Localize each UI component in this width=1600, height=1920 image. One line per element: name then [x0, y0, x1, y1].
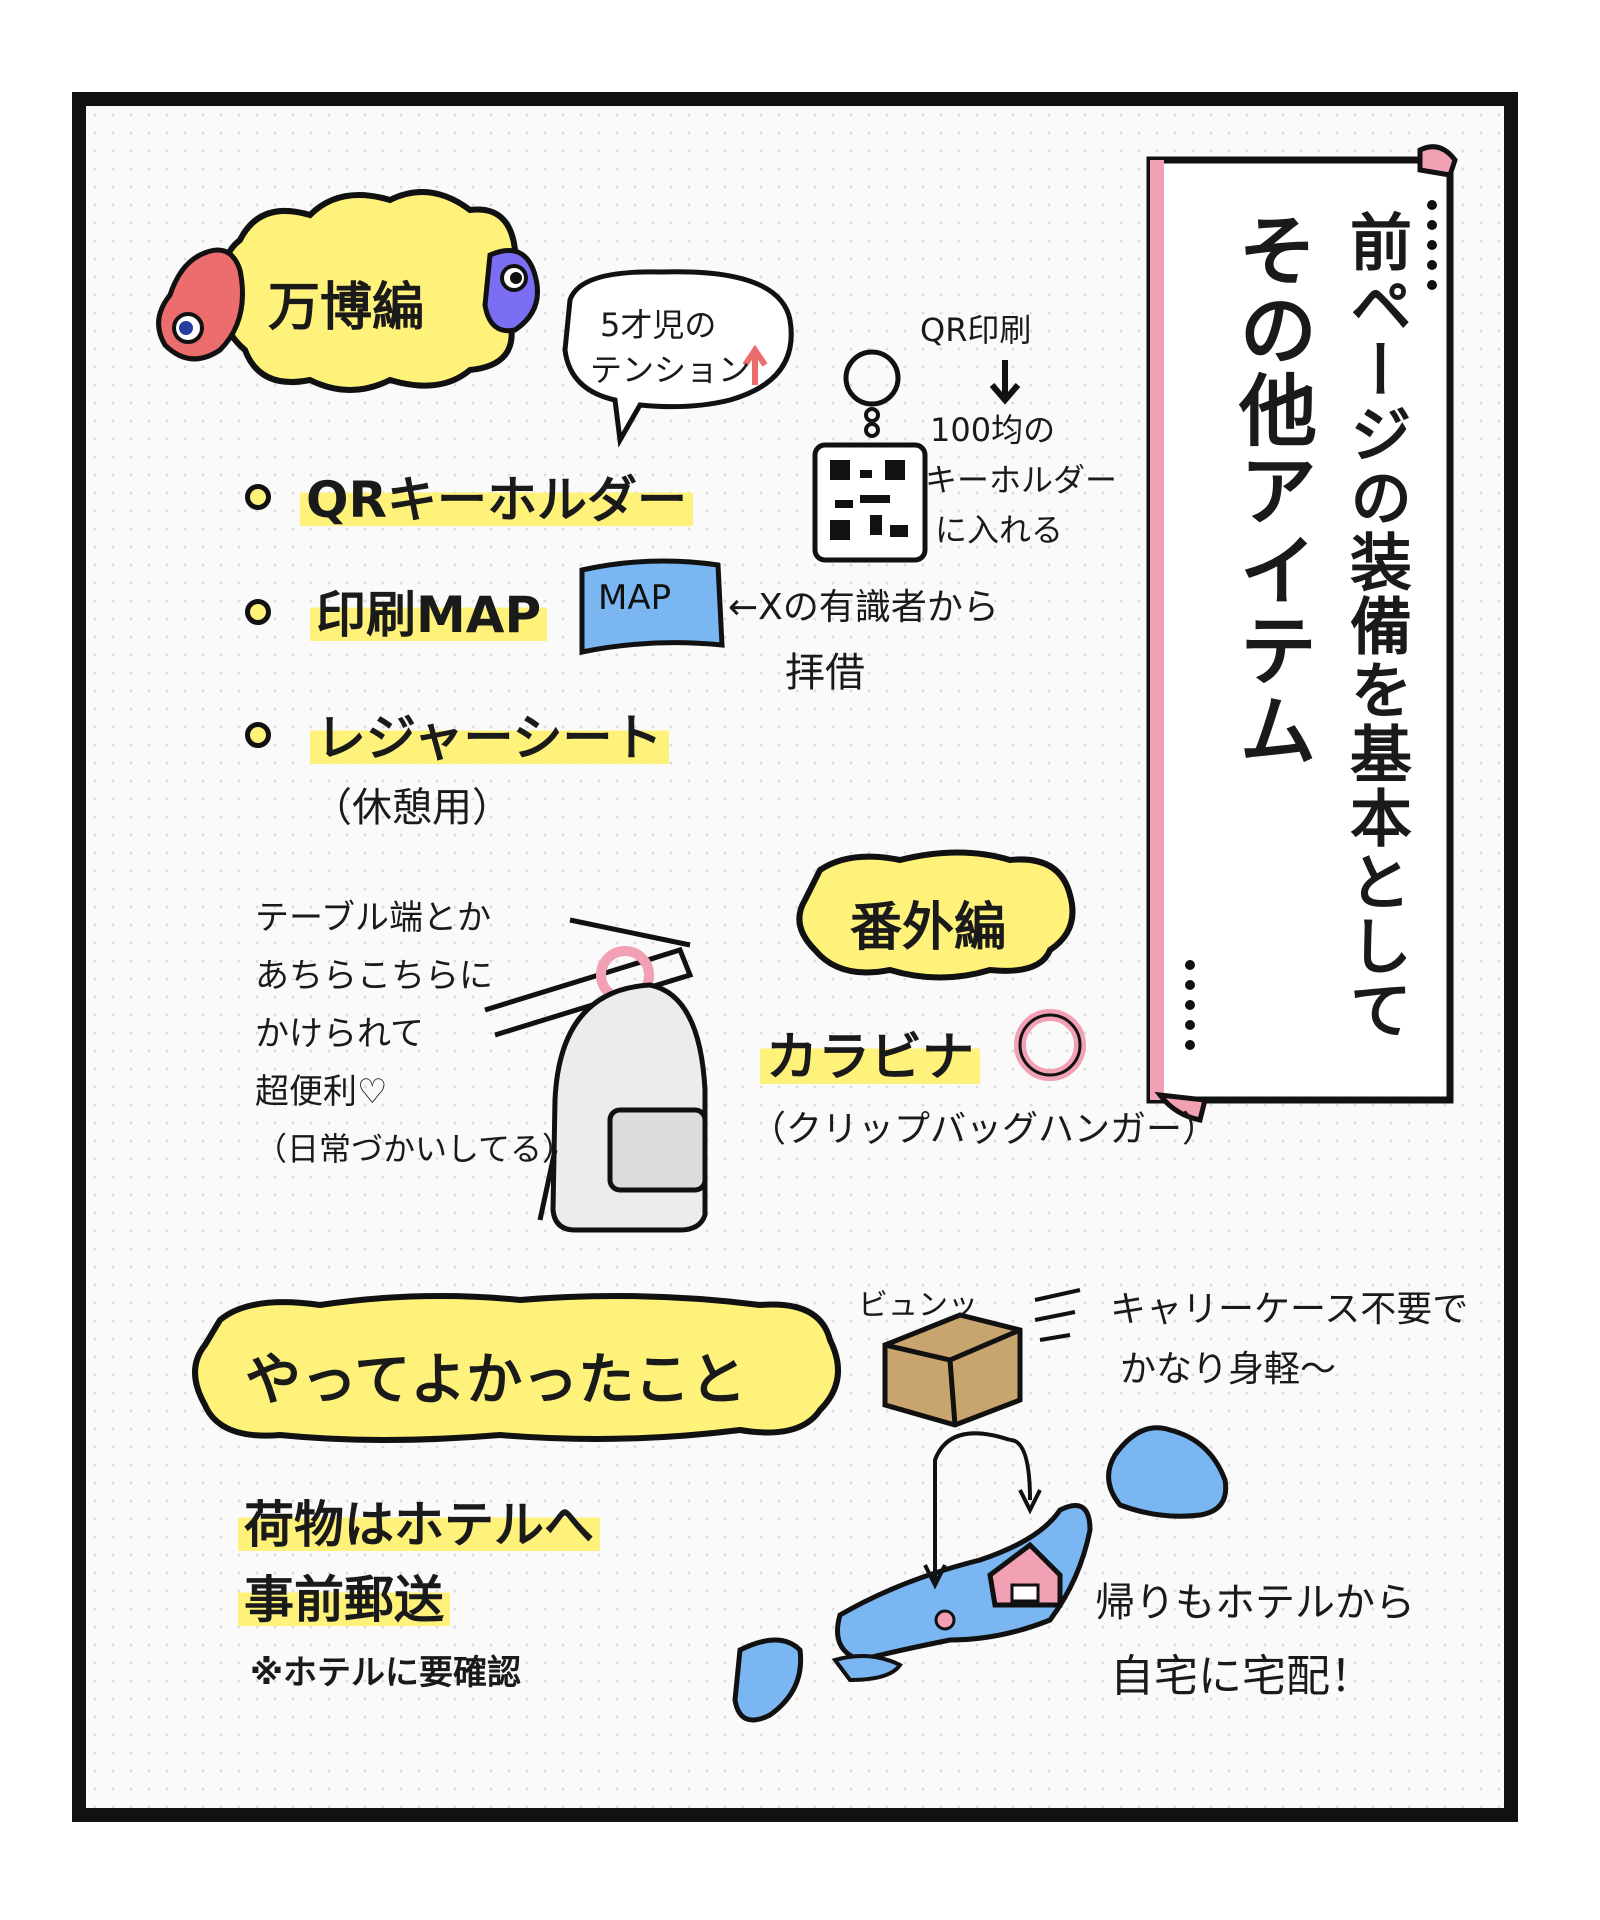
note-bottom-line-1: 帰りもホテルから — [1095, 1580, 1415, 1626]
good-main-line-2: 事前郵送 — [238, 1560, 450, 1632]
expo-item-map: 印刷MAP — [310, 575, 548, 647]
extra-title-cloud — [796, 849, 1076, 981]
banner-line-2: その他アイテム — [1226, 210, 1316, 770]
banner-line-1: 前ページの装備を基本として — [1339, 210, 1412, 1042]
good-section-title: やってよかったこと — [245, 1348, 747, 1413]
speech-line-1: 5才児の — [600, 306, 717, 344]
backpack-illustration — [484, 917, 708, 1233]
good-footnote: ※ホテルに要確認 — [250, 1653, 522, 1693]
shipping-sfx: ビュンッ — [858, 1288, 978, 1323]
cardboard-box-icon — [882, 1288, 1081, 1428]
side-note-line-5: （日常づかいしてる） — [255, 1130, 575, 1168]
good-main-line-1: 荷物はホテルへ — [238, 1485, 600, 1557]
expo-title-cloud — [156, 189, 540, 393]
speech-bubble — [562, 269, 794, 448]
bullet-icon — [245, 722, 271, 748]
speech-line-2: テンション — [590, 351, 751, 389]
expo-item-sheet: レジャーシート — [310, 698, 669, 770]
expo-section-title: 万博編 — [268, 278, 425, 338]
expo-item-qr: QRキーホルダー — [300, 460, 694, 532]
qr-note-line-4: に入れる — [935, 511, 1064, 549]
banner-ribbon — [1146, 144, 1458, 1123]
bullet-icon — [245, 484, 271, 510]
carabiner-icon — [1014, 1009, 1086, 1081]
expo-item-sheet-sub: （休憩用） — [312, 785, 512, 831]
extra-item-carabiner: カラビナ — [760, 1015, 981, 1090]
side-note-line-1: テーブル端とか — [255, 898, 491, 938]
qr-note-line-1: QR印刷 — [920, 311, 1032, 349]
mascot-red — [156, 247, 245, 362]
note-bottom-line-2: 自宅に宅配！ — [1110, 1651, 1374, 1702]
extra-item-sub: （クリップバッグハンガー） — [750, 1109, 1219, 1150]
map-flag — [579, 558, 725, 656]
side-note-line-3: かけられて — [255, 1014, 424, 1054]
banner-dots-top — [1427, 200, 1437, 290]
japan-map — [732, 1425, 1229, 1723]
good-title-cloud — [192, 1293, 841, 1443]
map-note-line-2: 拝借 — [785, 650, 865, 696]
map-flag-label: MAP — [598, 578, 672, 618]
note-top-line-1: キャリーケース不要で — [1110, 1289, 1469, 1330]
side-note-line-2: あちらこちらに — [255, 956, 493, 996]
qr-note-line-3: キーホルダー — [925, 461, 1118, 499]
map-note-line-1: ←Xの有識者から — [728, 587, 999, 628]
extra-section-title: 番外編 — [850, 898, 1007, 958]
side-note-line-4: 超便利♡ — [255, 1072, 388, 1112]
bullet-icon — [245, 599, 271, 625]
banner-dots-bottom — [1185, 960, 1195, 1050]
qr-note-line-2: 100均の — [930, 411, 1056, 449]
note-top-line-2: かなり身軽〜 — [1120, 1349, 1337, 1390]
qr-keychain — [812, 349, 1021, 563]
